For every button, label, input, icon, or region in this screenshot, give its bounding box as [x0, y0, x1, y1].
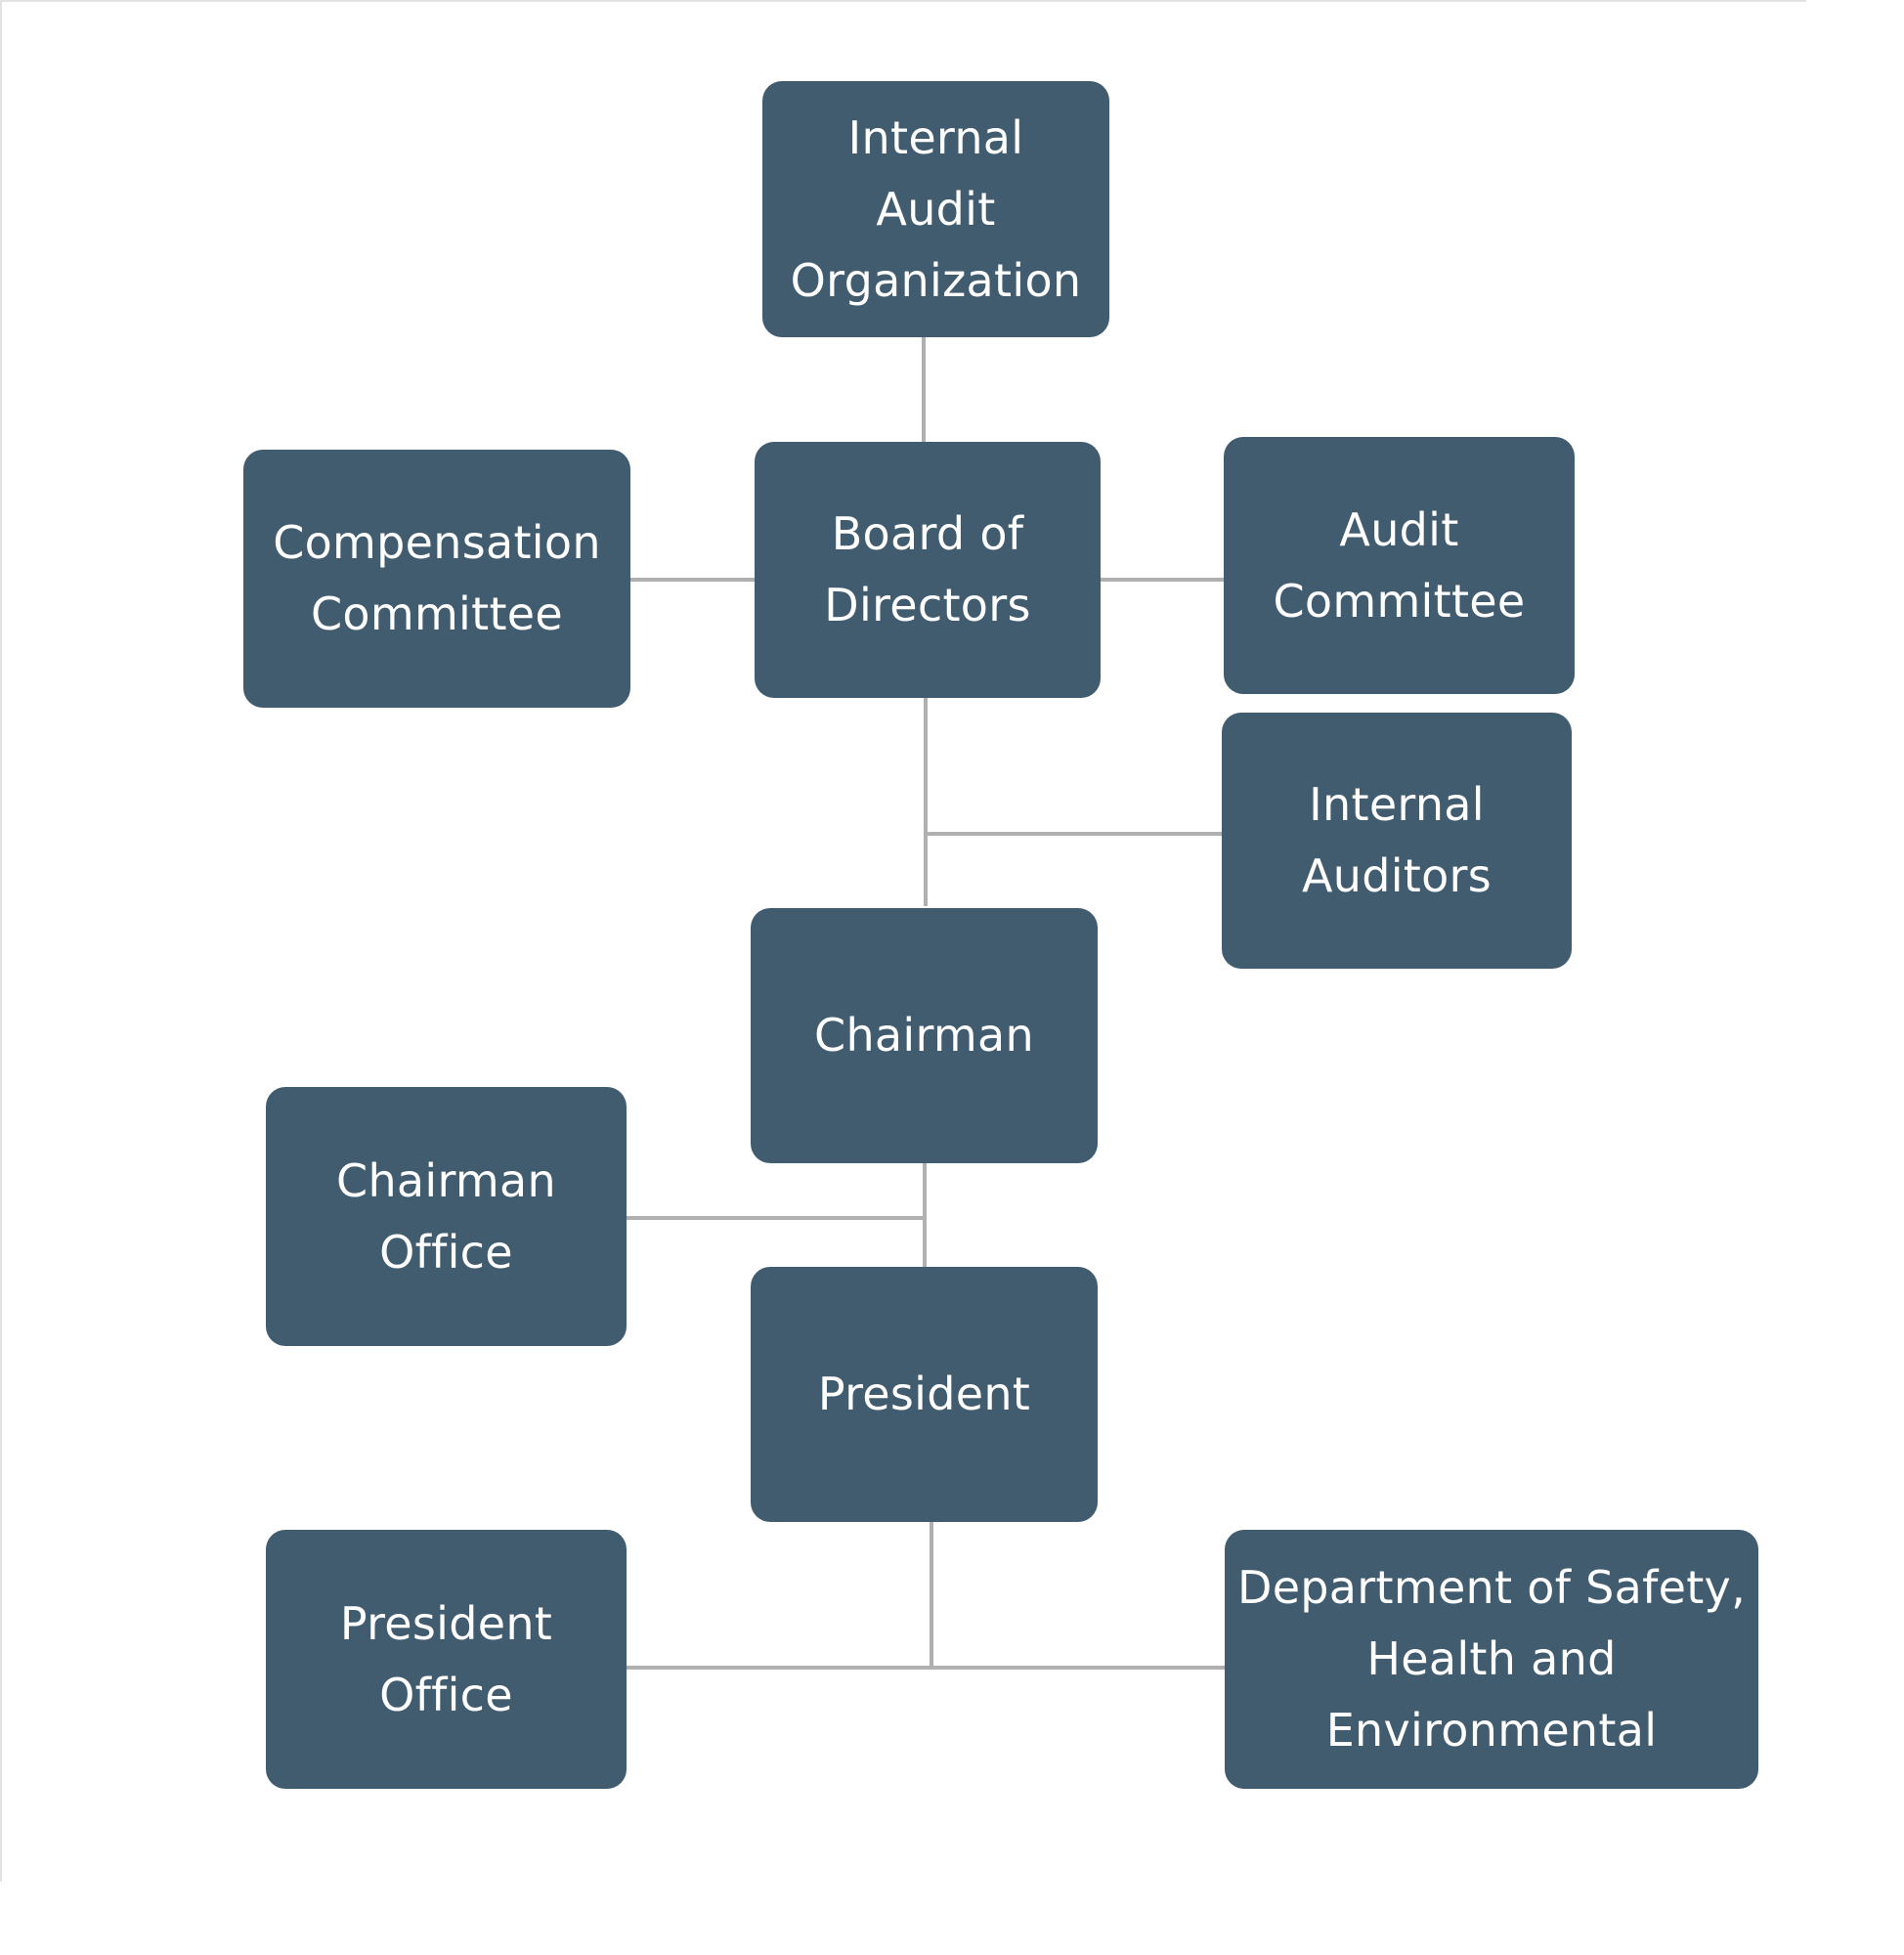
node-internal-audit-organization[interactable]: Internal Audit Organization [762, 81, 1109, 337]
connector-president-offices-bar [627, 1666, 1226, 1670]
connector-chairman-to-president [923, 1163, 927, 1269]
connector-compensation-to-board [630, 578, 755, 582]
connector-trunk-to-internal-auditors [926, 832, 1224, 836]
frame-left-line [0, 0, 2, 1882]
node-president-office[interactable]: President Office [266, 1530, 627, 1789]
node-internal-auditors[interactable]: Internal Auditors [1222, 713, 1572, 969]
node-label: Compensation Committee [273, 516, 601, 640]
node-chairman-office[interactable]: Chairman Office [266, 1087, 627, 1346]
node-department-safety-health-environmental[interactable]: Department of Safety, Health and Environ… [1225, 1530, 1758, 1789]
node-label: Chairman [814, 1009, 1034, 1062]
node-audit-committee[interactable]: Audit Committee [1224, 437, 1575, 694]
node-chairman[interactable]: Chairman [751, 908, 1098, 1163]
connector-president-down [930, 1515, 933, 1670]
node-label: Internal Audit Organization [790, 110, 1082, 307]
connector-board-to-audit-committee [1101, 578, 1225, 582]
node-label: Audit Committee [1273, 502, 1526, 628]
node-compensation-committee[interactable]: Compensation Committee [243, 450, 630, 708]
connector-chairman-office-to-trunk [627, 1216, 925, 1220]
node-label: President [817, 1368, 1031, 1420]
node-label: Department of Safety, Health and Environ… [1236, 1561, 1746, 1757]
node-label: Internal Auditors [1301, 778, 1493, 902]
node-label: President Office [339, 1596, 553, 1721]
node-label: Chairman Office [336, 1153, 556, 1279]
node-president[interactable]: President [751, 1267, 1098, 1522]
connector-audit-org-to-board [922, 336, 926, 442]
connector-board-to-chairman [924, 698, 928, 906]
node-board-of-directors[interactable]: Board of Directors [755, 442, 1101, 698]
frame-top-line [0, 0, 1806, 2]
node-label: Board of Directors [824, 507, 1031, 631]
